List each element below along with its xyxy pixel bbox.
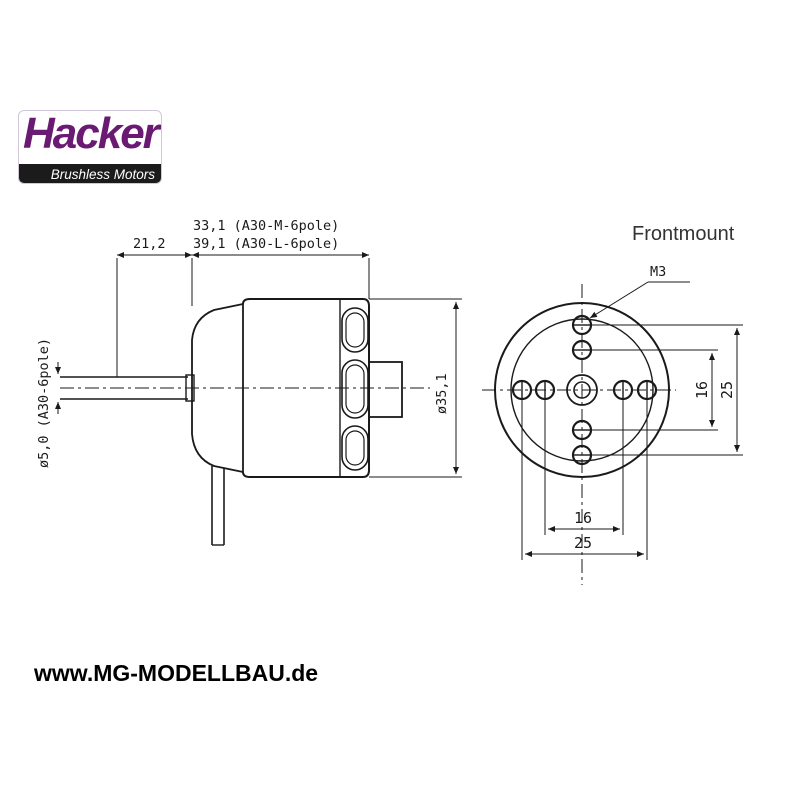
center-boss [566,374,598,406]
front-view-title: Frontmount [632,223,735,245]
motor-front-bell [191,303,244,473]
dim-body-length: 33,1 (A30-M-6pole) 39,1 (A30-L-6pole) [192,218,370,299]
dim-l-length-text: 39,1 (A30-L-6pole) [193,236,339,252]
brand-name: Hacker [23,110,160,158]
dim-shaft: ø5,0 (A30-6pole) [36,338,61,468]
footer-url: www.MG-MODELLBAU.de [34,660,319,686]
front-view: Frontmount [482,223,743,585]
dim-front-v25: 25 [591,324,743,456]
dim-21-2: 21,2 [116,236,193,377]
dim-diameter: ø35,1 [369,298,462,478]
side-view: 21,2 33,1 (A30-M-6pole) 39,1 (A30-L-6pol… [36,218,462,546]
dim-front-h16-text: 16 [574,509,592,527]
brand-bar: Brushless Motors [19,164,161,183]
dim-front-v16: 16 [591,349,718,431]
dim-front-v16-text: 16 [693,381,711,399]
dim-front-h25-text: 25 [574,534,592,552]
dim-front-v25-text: 25 [718,381,736,399]
dim-m-length-text: 33,1 (A30-M-6pole) [193,218,339,234]
dim-shaft-text: ø5,0 (A30-6pole) [36,338,52,468]
dim-diameter-text: ø35,1 [434,373,450,414]
m3-label: M3 [650,264,666,280]
vent-slots [341,307,369,471]
dim-21-2-text: 21,2 [133,236,166,252]
dim-front-h16: 16 [544,399,624,535]
lead-wires [211,466,225,546]
brand-tagline: Brushless Motors [50,167,155,182]
rear-hub [368,361,403,418]
m3-callout: M3 [589,264,690,319]
dim-front-h25: 25 [521,399,648,560]
brand-logo: Hacker Brushless Motors [18,110,162,184]
